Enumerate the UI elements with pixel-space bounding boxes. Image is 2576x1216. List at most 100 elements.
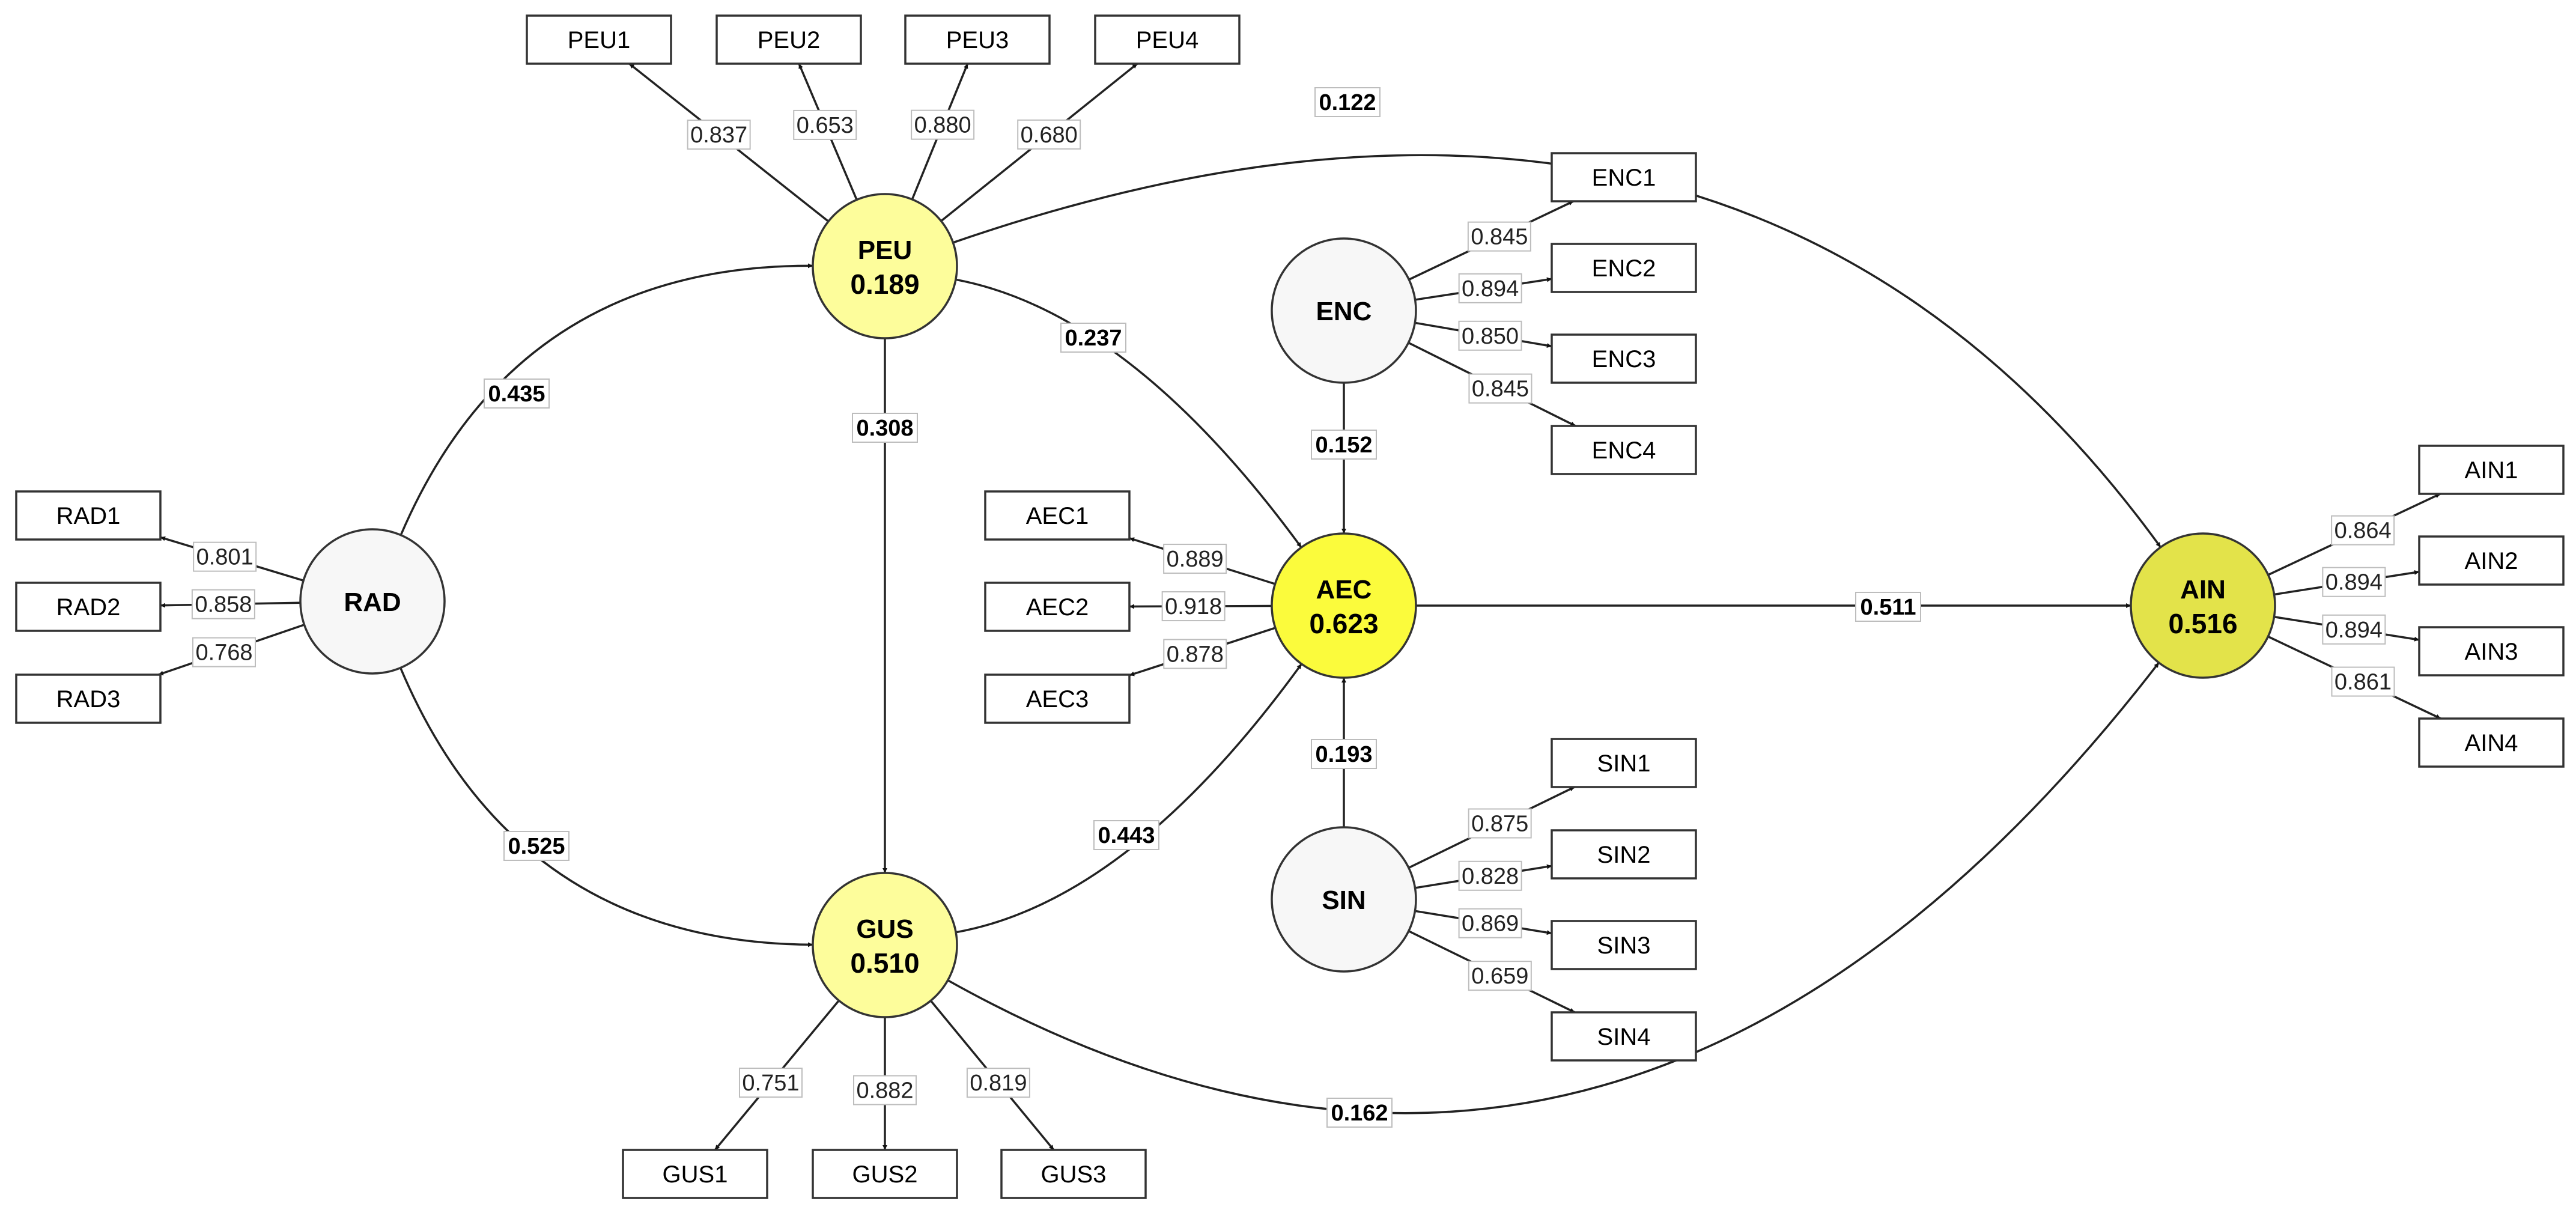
construct-circle bbox=[1271, 826, 1417, 973]
loading-enc1-text: 0.845 bbox=[1471, 225, 1528, 250]
indicator-sin2: SIN2 bbox=[1551, 829, 1697, 880]
indicator-box bbox=[1551, 333, 1697, 384]
coef-peu_gus-bg bbox=[852, 413, 918, 443]
coef-sin_aec: 0.193 bbox=[1311, 739, 1377, 769]
indicator-aec2: AEC2 bbox=[984, 582, 1131, 632]
loading-gus3: 0.819 bbox=[966, 1068, 1030, 1098]
loading-peu1-bg bbox=[687, 120, 751, 150]
construct-label: PEU bbox=[858, 236, 912, 265]
construct-sin: SIN bbox=[1271, 826, 1417, 973]
indicator-label: AIN4 bbox=[2465, 730, 2518, 756]
indicator-label: SIN3 bbox=[1597, 932, 1651, 959]
loading-gus3-bg bbox=[966, 1068, 1030, 1098]
indicator-label: RAD3 bbox=[56, 686, 121, 713]
loading-ain3: 0.894 bbox=[2322, 614, 2386, 645]
indicator-label: SIN4 bbox=[1597, 1024, 1651, 1050]
loading-enc1: 0.845 bbox=[1467, 221, 1531, 252]
loading-peu4-bg bbox=[1017, 119, 1081, 150]
loading-aec3-bg bbox=[1163, 639, 1227, 669]
construct-label: GUS bbox=[856, 914, 913, 944]
indicator-gus1: GUS1 bbox=[622, 1149, 768, 1199]
indicator-enc4: ENC4 bbox=[1551, 425, 1697, 475]
indicator-label: AEC1 bbox=[1026, 503, 1089, 529]
loading-gus1-bg bbox=[738, 1068, 803, 1098]
indicator-ain3: AIN3 bbox=[2418, 626, 2565, 676]
indicator-box bbox=[1551, 738, 1697, 788]
indicator-gus2: GUS2 bbox=[812, 1149, 958, 1199]
loading-sin3-text: 0.869 bbox=[1462, 911, 1519, 937]
loading-rad2: 0.858 bbox=[191, 589, 255, 619]
indicator-aec3: AEC3 bbox=[984, 673, 1131, 724]
coef-aec_ain-text: 0.511 bbox=[1861, 595, 1916, 620]
loading-rad1-text: 0.801 bbox=[196, 545, 254, 570]
indicator-box bbox=[1551, 920, 1697, 970]
indicator-box bbox=[2418, 445, 2565, 495]
coef-rad_peu: 0.435 bbox=[484, 378, 550, 409]
loading-ain1-text: 0.864 bbox=[2334, 518, 2392, 544]
loading-ain4-text: 0.861 bbox=[2334, 670, 2392, 695]
indicator-rad1: RAD1 bbox=[15, 490, 162, 541]
indicator-label: PEU4 bbox=[1136, 27, 1199, 53]
indicator-label: AIN3 bbox=[2465, 639, 2518, 665]
coef-peu_aec-text: 0.237 bbox=[1065, 326, 1122, 351]
loading-sin4-text: 0.659 bbox=[1471, 964, 1528, 989]
coef-peu_ain-text: 0.122 bbox=[1319, 90, 1376, 115]
coef-gus_aec: 0.443 bbox=[1093, 820, 1159, 850]
loading-sin1-bg bbox=[1468, 808, 1532, 839]
loading-enc3: 0.850 bbox=[1458, 320, 1522, 351]
indicator-label: SIN2 bbox=[1597, 842, 1651, 868]
coef-gus_aec-text: 0.443 bbox=[1098, 823, 1155, 848]
construct-circle bbox=[812, 872, 958, 1018]
indicator-aec1: AEC1 bbox=[984, 490, 1131, 541]
indicator-peu2: PEU2 bbox=[715, 14, 862, 65]
indicator-peu1: PEU1 bbox=[526, 14, 672, 65]
indicator-label: ENC3 bbox=[1592, 346, 1656, 372]
indicator-box bbox=[1551, 829, 1697, 880]
loading-peu2-bg bbox=[793, 109, 857, 140]
coef-gus_aec-bg bbox=[1093, 820, 1159, 850]
loading-ain4: 0.861 bbox=[2331, 666, 2395, 697]
loading-peu4: 0.680 bbox=[1017, 119, 1081, 150]
loading-gus2: 0.882 bbox=[853, 1075, 917, 1105]
path-gus_ain bbox=[947, 661, 2160, 1114]
indicator-box bbox=[1551, 152, 1697, 202]
loading-ain2-bg bbox=[2322, 567, 2386, 597]
coef-gus_ain: 0.162 bbox=[1326, 1098, 1393, 1128]
loading-peu2-text: 0.653 bbox=[797, 113, 854, 138]
indicator-box bbox=[15, 582, 162, 632]
coef-gus_ain-bg bbox=[1326, 1098, 1393, 1128]
indicator-label: GUS2 bbox=[852, 1161, 918, 1188]
loading-enc4: 0.845 bbox=[1468, 373, 1533, 404]
loading-rad3-bg bbox=[192, 637, 256, 667]
coef-enc_aec: 0.152 bbox=[1311, 430, 1377, 460]
constructs-layer: PEU0.189RADGUS0.510ENCAEC0.623SINAIN0.51… bbox=[299, 193, 2276, 1018]
indicator-box bbox=[715, 14, 862, 65]
loading-rad3: 0.768 bbox=[192, 637, 256, 667]
path-rad_peu bbox=[399, 263, 813, 536]
construct-rad: RAD bbox=[299, 528, 446, 675]
coef-peu_aec-bg bbox=[1060, 323, 1126, 353]
path-rad_gus bbox=[399, 667, 813, 947]
loading-sin3-bg bbox=[1458, 908, 1522, 938]
indicator-label: GUS1 bbox=[663, 1161, 728, 1188]
indicator-label: AEC3 bbox=[1026, 686, 1089, 713]
indicator-label: ENC4 bbox=[1592, 437, 1656, 464]
loading-peu3-bg bbox=[911, 109, 975, 140]
loading-gus3-text: 0.819 bbox=[970, 1071, 1027, 1096]
indicator-sin4: SIN4 bbox=[1551, 1011, 1697, 1062]
loading-rad2-bg bbox=[191, 589, 255, 619]
indicator-box bbox=[984, 490, 1131, 541]
indicator-label: AIN1 bbox=[2465, 457, 2518, 484]
indicator-label: SIN1 bbox=[1597, 750, 1651, 777]
loading-sin2-bg bbox=[1458, 860, 1522, 891]
indicator-rad2: RAD2 bbox=[15, 582, 162, 632]
loading-enc1-bg bbox=[1467, 221, 1531, 252]
loading-aec2-text: 0.918 bbox=[1165, 594, 1222, 619]
construct-label: RAD bbox=[344, 588, 401, 617]
loading-aec1-bg bbox=[1163, 544, 1227, 574]
indicator-gus3: GUS3 bbox=[1000, 1149, 1147, 1199]
loading-aec3: 0.878 bbox=[1163, 639, 1227, 669]
